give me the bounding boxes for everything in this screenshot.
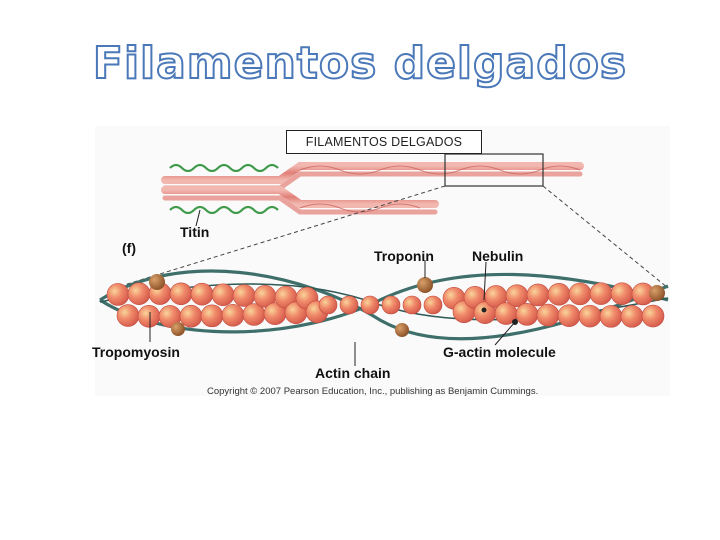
g-actin-bead (423, 295, 443, 315)
g-actin-bead (232, 284, 256, 307)
g-actin-bead (578, 304, 602, 328)
zoom-guide-right (542, 185, 669, 289)
g-actin-bead (106, 283, 130, 306)
g-actin-bead (200, 304, 224, 328)
g-actin-bead (610, 282, 634, 305)
titin-label: Titin (180, 224, 210, 240)
thin-filament-schematic (161, 162, 584, 215)
copyright-notice: Copyright © 2007 Pearson Education, Inc.… (207, 386, 539, 397)
g-actin-bead (536, 303, 560, 327)
tropomyosin-label: Tropomyosin (92, 344, 180, 360)
filamentos-delgados-box-label: FILAMENTOS DELGADOS (286, 130, 482, 154)
titin-strands (169, 163, 279, 215)
g-actin-bead (557, 304, 581, 327)
g-actin-bead (526, 283, 550, 307)
g-actin-bead (211, 283, 235, 307)
panel-letter: (f) (122, 240, 136, 256)
slide-title: Filamentos delgados (92, 37, 628, 90)
g-actin-molecules (106, 282, 665, 328)
g-actin-label: G-actin molecule (443, 344, 556, 360)
troponin-label: Troponin (374, 248, 434, 264)
zoom-guide-left (107, 185, 446, 291)
g-actin-bead (221, 303, 245, 327)
g-actin-bead (318, 295, 338, 315)
g-actin-bead (190, 282, 214, 306)
g-actin-bead (116, 304, 140, 327)
g-actin-bead (381, 295, 401, 315)
g-actin-bead (641, 304, 665, 328)
g-actin-bead (339, 295, 359, 315)
g-actin-bead (127, 282, 151, 305)
g-actin-bead (589, 282, 613, 305)
g-actin-bead (515, 303, 539, 326)
nebulin-label: Nebulin (472, 248, 524, 264)
titin-pointer (195, 209, 201, 227)
g-actin-bead (360, 295, 380, 315)
g-actin-bead (599, 305, 623, 328)
g-actin-bead (568, 282, 592, 306)
g-actin-bead (169, 282, 193, 306)
actin-chain-label: Actin chain (315, 365, 391, 381)
g-actin-bead (137, 305, 161, 328)
label-pointers (149, 260, 518, 366)
g-actin-bead (547, 283, 571, 306)
troponin-complexes (149, 274, 665, 337)
g-actin-bead (402, 295, 422, 315)
g-actin-bead (620, 305, 644, 328)
g-actin-bead (179, 304, 203, 328)
zoom-box (444, 153, 544, 187)
